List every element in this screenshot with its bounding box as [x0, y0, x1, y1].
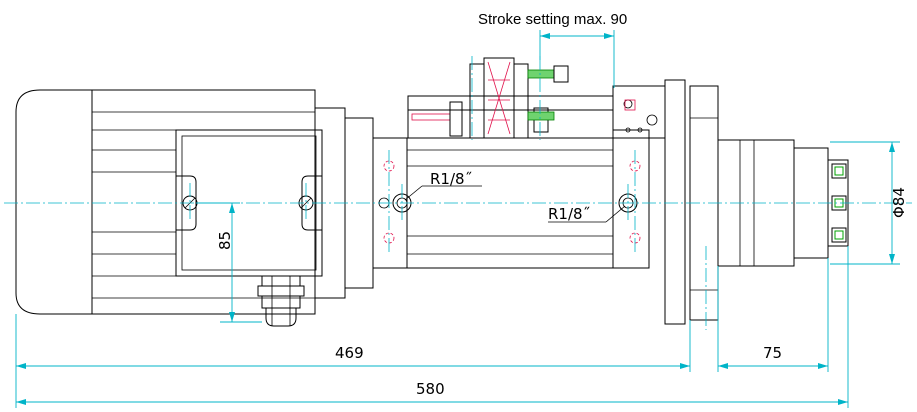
mounting-holes [383, 160, 641, 244]
thread-label-left: R1/8˝ [430, 170, 472, 188]
diameter-dimension-label: Φ84 [890, 187, 908, 218]
length-dimension-580 [16, 246, 849, 408]
motor-body [15, 89, 316, 315]
centerlines [4, 56, 912, 330]
length-dimension-75-label: 75 [763, 344, 782, 362]
stroke-bolt [527, 65, 569, 121]
height-dimension-label: 85 [216, 231, 234, 250]
thread-callout-left [404, 185, 482, 201]
diameter-dimension [830, 141, 900, 265]
length-dimension-469-label: 469 [335, 344, 364, 362]
main-housing [372, 129, 650, 269]
stroke-dimension [539, 30, 615, 88]
length-dimension-580-label: 580 [416, 380, 445, 398]
cable-gland [257, 275, 305, 327]
thread-callout-right [548, 205, 626, 223]
length-dimension-75 [717, 258, 829, 372]
drawing-title: Stroke setting max. 90 [478, 11, 627, 28]
length-dimension-469 [15, 314, 691, 408]
stroke-adjuster [407, 57, 614, 139]
tool-collets [831, 163, 847, 243]
height-dimension [196, 202, 262, 323]
flange-plate [664, 79, 719, 325]
thread-label-right: R1/8˝ [548, 205, 590, 223]
